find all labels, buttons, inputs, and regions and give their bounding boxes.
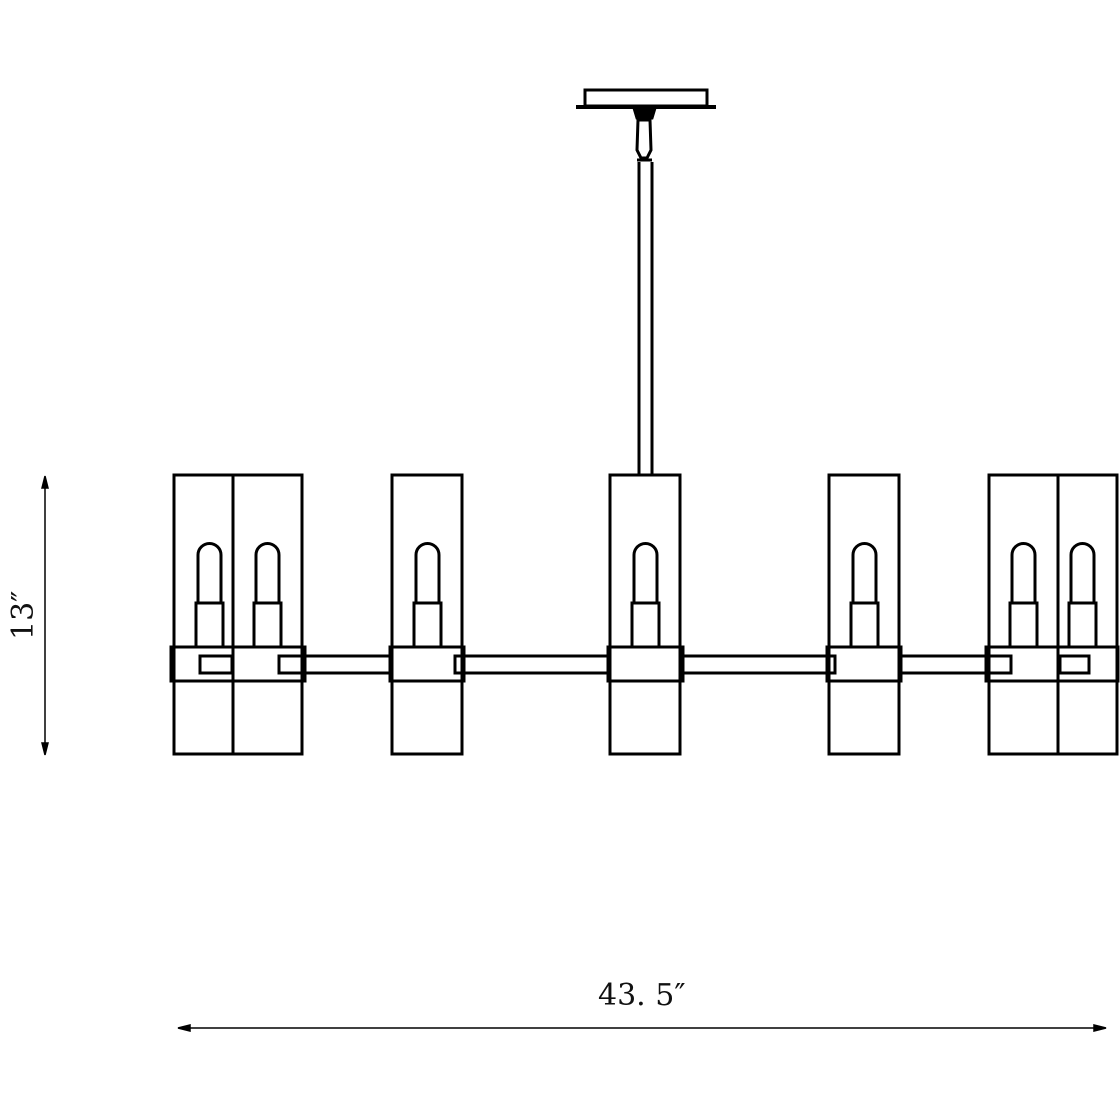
shade-3 (388, 473, 466, 756)
width-dimension-line (177, 1024, 1107, 1032)
bulb-icon (194, 542, 225, 649)
bulb-icon (1008, 542, 1039, 649)
bulb-icon (630, 542, 661, 649)
height-dimension-label: 13″ (6, 590, 41, 640)
bulb-icon (1067, 542, 1098, 649)
canopy (576, 88, 716, 162)
bulb-icon (412, 542, 443, 649)
bulb-icon (849, 542, 880, 649)
width-dimension-label: 43. 5″ (598, 978, 686, 1013)
shade-5 (825, 473, 903, 756)
arm (198, 654, 1091, 675)
height-dimension-line (41, 475, 49, 756)
shade-group-left (169, 473, 307, 756)
shade-group-right (984, 473, 1120, 756)
bulbs (194, 542, 1098, 649)
downrod (637, 162, 654, 476)
shade-center (606, 473, 685, 756)
bulb-icon (252, 542, 283, 649)
